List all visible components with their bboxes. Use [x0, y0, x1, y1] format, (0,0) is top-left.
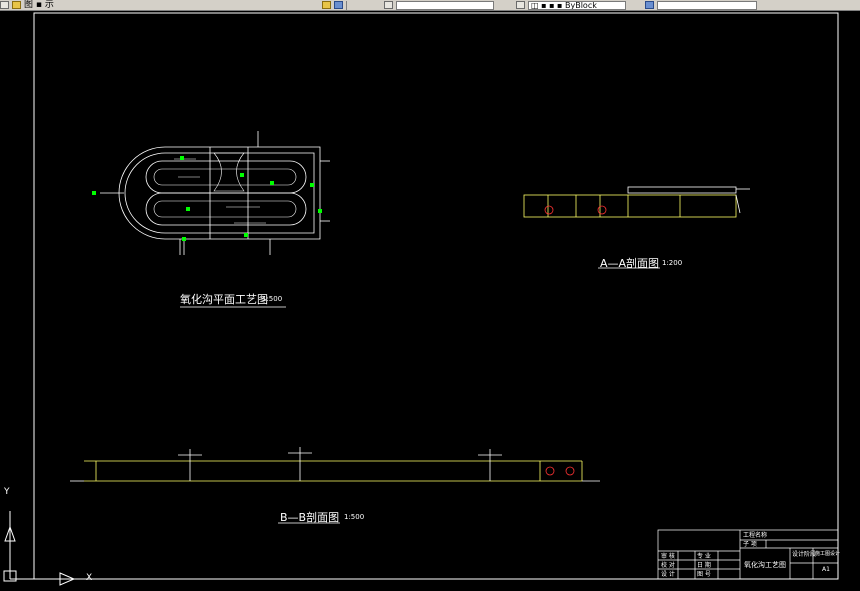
toolbar-divider: [346, 0, 347, 10]
valve-symbol: [597, 205, 607, 215]
linetype-icon[interactable]: [516, 1, 525, 9]
ucs-icon: [3, 511, 76, 586]
match-properties-icon[interactable]: [384, 1, 393, 9]
aerator-marker: [310, 183, 314, 187]
title-block-sub: 子 项: [743, 541, 757, 548]
arrow-icon[interactable]: [0, 1, 9, 9]
title-block-drawing-name: 氧化沟工艺图: [744, 561, 786, 569]
layer-text: 图 ▪ 示: [24, 0, 54, 10]
section-aa-scale: 1:200: [662, 259, 683, 267]
section-bb-scale: 1:500: [344, 513, 365, 521]
ucs-x-label: X: [86, 573, 93, 583]
aerator-marker: [270, 181, 274, 185]
outlet-marker: [244, 233, 248, 237]
toolbar: 图 ▪ 示 ◫ ▪ ▪ ▪ ByBlock: [0, 0, 860, 11]
plan-title: 氧化沟平面工艺图: [180, 293, 268, 306]
plan-scale: 1:500: [262, 295, 283, 303]
section-aa-valves: [544, 205, 607, 215]
aerator-marker: [180, 156, 184, 160]
title-block-stage: 设计阶段: [792, 551, 817, 558]
title-block-project: 工程名称: [743, 532, 768, 539]
title-block-stage-value: 施工图设计: [815, 551, 841, 557]
drawing-border: [33, 12, 839, 580]
valve-symbol: [565, 466, 575, 476]
title-block-row-left: 校 对: [661, 562, 675, 569]
outlet-marker: [182, 237, 186, 241]
linetype-combo[interactable]: ◫ ▪ ▪ ▪ ByBlock: [528, 0, 626, 10]
plan-green-markers: [92, 156, 322, 241]
title-block-row-left: 审 核: [661, 553, 675, 560]
section-aa-title: A—A剖面图: [600, 257, 660, 270]
section-bb-drawing: [70, 447, 600, 482]
lineweight-icon[interactable]: [645, 1, 654, 9]
valve-symbol: [545, 466, 555, 476]
aerator-marker: [318, 209, 322, 213]
drawing-svg: [3, 12, 839, 586]
section-aa-drawing: [523, 186, 750, 218]
layer-manager-icon[interactable]: [334, 1, 343, 9]
title-block-sheet-size: A1: [822, 566, 830, 573]
section-bb-valves: [545, 466, 575, 476]
aerator-marker: [186, 207, 190, 211]
lineweight-combo[interactable]: [657, 0, 757, 10]
inlet-marker: [92, 191, 96, 195]
layer-state-icon[interactable]: [12, 1, 21, 9]
section-bb-title: B—B剖面图: [280, 511, 340, 524]
title-block-row-mid: 图 号: [697, 571, 711, 578]
drawing-canvas[interactable]: 氧化沟平面工艺图 1:500 A—A剖面图 1:200 B—B剖面图 1:500…: [0, 11, 860, 591]
layer-previous-icon[interactable]: [322, 1, 331, 9]
title-block-row-mid: 日 期: [697, 562, 711, 569]
title-block: [657, 529, 839, 580]
ucs-y-label: Y: [4, 487, 10, 497]
valve-symbol: [544, 205, 554, 215]
color-combo[interactable]: [396, 0, 494, 10]
oxidation-ditch-plan: [100, 131, 330, 255]
title-block-row-mid: 专 业: [697, 553, 711, 560]
aerator-marker: [240, 173, 244, 177]
title-block-row-left: 设 计: [661, 571, 675, 578]
